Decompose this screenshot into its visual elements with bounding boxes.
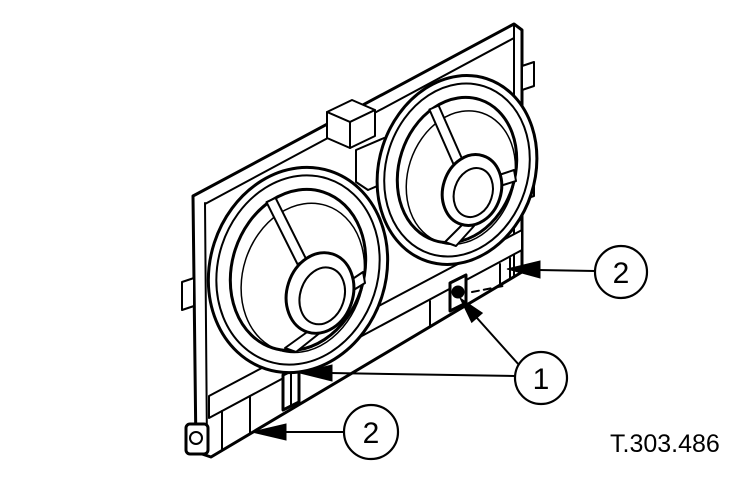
callout-2-upper-circle — [593, 244, 649, 300]
callout-2-upper-arrowhead — [506, 260, 541, 279]
callout-1-label: 1 — [533, 363, 550, 396]
callout-1-circle — [513, 350, 569, 406]
figure-reference-code: T.303.486 — [610, 430, 720, 458]
fan-shroud-assembly — [181, 22, 539, 459]
callout-1-arrowhead-lower — [299, 364, 333, 382]
left-fan-ring-depth — [240, 202, 366, 354]
callout-1-leader-lower — [329, 372, 516, 377]
right-fan-hub-inner — [452, 167, 494, 219]
fixing-bolt — [451, 285, 465, 299]
top-mount-block-side — [349, 109, 376, 149]
callout-2-lower-label: 2 — [363, 417, 380, 450]
callout-2-lower: 2 — [251, 403, 400, 461]
right-fan-ring-depth — [405, 110, 517, 246]
callout-2-upper-hidden-dashes — [471, 285, 504, 293]
shroud-left-flange-edge — [204, 202, 208, 449]
right-mounting-tab-upper — [521, 61, 535, 91]
callouts: 2 1 2 — [251, 244, 649, 461]
callout-2-upper: 2 — [471, 244, 649, 300]
callout-1-leader-upper — [476, 317, 521, 367]
left-fan-hub-inner — [298, 266, 346, 326]
callout-2-upper-label: 2 — [613, 257, 630, 290]
left-fan-hub — [284, 251, 356, 335]
foot-grommet — [189, 431, 203, 445]
callout-2-lower-circle — [342, 403, 400, 461]
left-mounting-tab — [181, 277, 195, 311]
callout-2-lower-arrowhead — [251, 423, 287, 441]
right-fan-hub — [440, 153, 504, 227]
callout-2-upper-leader — [537, 269, 596, 272]
callout-1: 1 — [299, 296, 569, 406]
top-mount-block — [326, 99, 376, 149]
callout-1-arrowhead-upper — [458, 296, 484, 324]
